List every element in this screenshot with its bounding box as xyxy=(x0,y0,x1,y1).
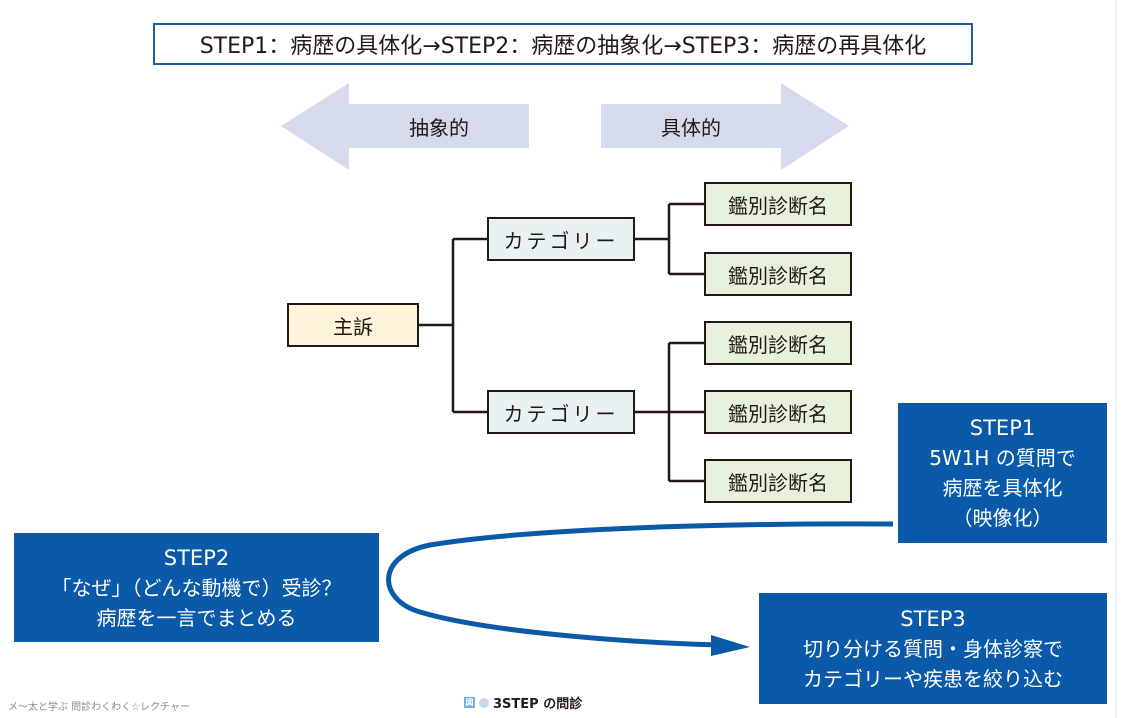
step3-title: STEP3 xyxy=(900,606,966,631)
step3-box: STEP3 切り分ける質問・身体診察で カテゴリーや疾患を絞り込む xyxy=(759,593,1107,704)
flow-arrowhead xyxy=(711,635,750,656)
right-arrow-shape xyxy=(601,83,849,170)
step1-title: STEP1 xyxy=(969,416,1036,440)
step2-line: 病歴を一言でまとめる xyxy=(96,605,297,630)
figure-icon: 図 xyxy=(464,697,475,708)
diagnosis-label: 鑑別診断名 xyxy=(728,401,828,426)
page-edge xyxy=(1115,0,1117,718)
step1-line: 病歴を具体化 xyxy=(942,476,1063,500)
caption-text: 3STEP の問診 xyxy=(493,697,583,712)
step1-line: 5W1H の質問で xyxy=(929,446,1076,470)
diagnosis-node: 鑑別診断名 xyxy=(704,321,852,365)
diagnosis-label: 鑑別診断名 xyxy=(728,332,828,357)
flow-curve xyxy=(386,521,894,648)
category-label: カテゴリー xyxy=(503,228,619,253)
step1-box: STEP1 5W1H の質問で 病歴を具体化 （映像化） xyxy=(898,403,1107,543)
diagnosis-node: 鑑別診断名 xyxy=(704,182,852,226)
abstract-label: 抽象的 xyxy=(409,115,469,140)
diagnosis-node: 鑑別診断名 xyxy=(704,459,852,503)
category-node-1: カテゴリー xyxy=(487,217,635,261)
step3-line: カテゴリーや疾患を絞り込む xyxy=(803,666,1063,691)
step2-line: 「なぜ」（どんな動機で）受診？ xyxy=(51,575,342,600)
diagnosis-node: 鑑別診断名 xyxy=(704,252,852,296)
step2-box: STEP2 「なぜ」（どんな動機で）受診？ 病歴を一言でまとめる xyxy=(14,533,379,642)
category-node-2: カテゴリー xyxy=(487,390,635,434)
step1-line: （映像化） xyxy=(952,506,1053,530)
title-text: STEP1：病歴の具体化→STEP2：病歴の抽象化→STEP3：病歴の再具体化 xyxy=(199,34,927,59)
step2-title: STEP2 xyxy=(163,545,230,570)
figure-caption: 図 3STEP の問診 xyxy=(464,693,582,712)
bullet-dot-icon xyxy=(479,697,489,708)
diagnosis-node: 鑑別診断名 xyxy=(704,390,852,434)
series-footer: メ〜太と学ぶ 問診わくわく☆レクチャー xyxy=(8,702,191,713)
step3-line: 切り分ける質問・身体診察で xyxy=(803,636,1063,661)
chief-complaint-label: 主訴 xyxy=(333,314,373,339)
left-arrow-shape xyxy=(281,83,529,170)
chief-complaint-node: 主訴 xyxy=(287,303,419,347)
title-banner: STEP1：病歴の具体化→STEP2：病歴の抽象化→STEP3：病歴の再具体化 xyxy=(153,23,973,65)
category-label: カテゴリー xyxy=(503,401,619,426)
diagnosis-label: 鑑別診断名 xyxy=(728,193,828,218)
diagnosis-label: 鑑別診断名 xyxy=(728,263,828,288)
concrete-label: 具体的 xyxy=(661,115,721,140)
diagnosis-label: 鑑別診断名 xyxy=(728,470,828,495)
